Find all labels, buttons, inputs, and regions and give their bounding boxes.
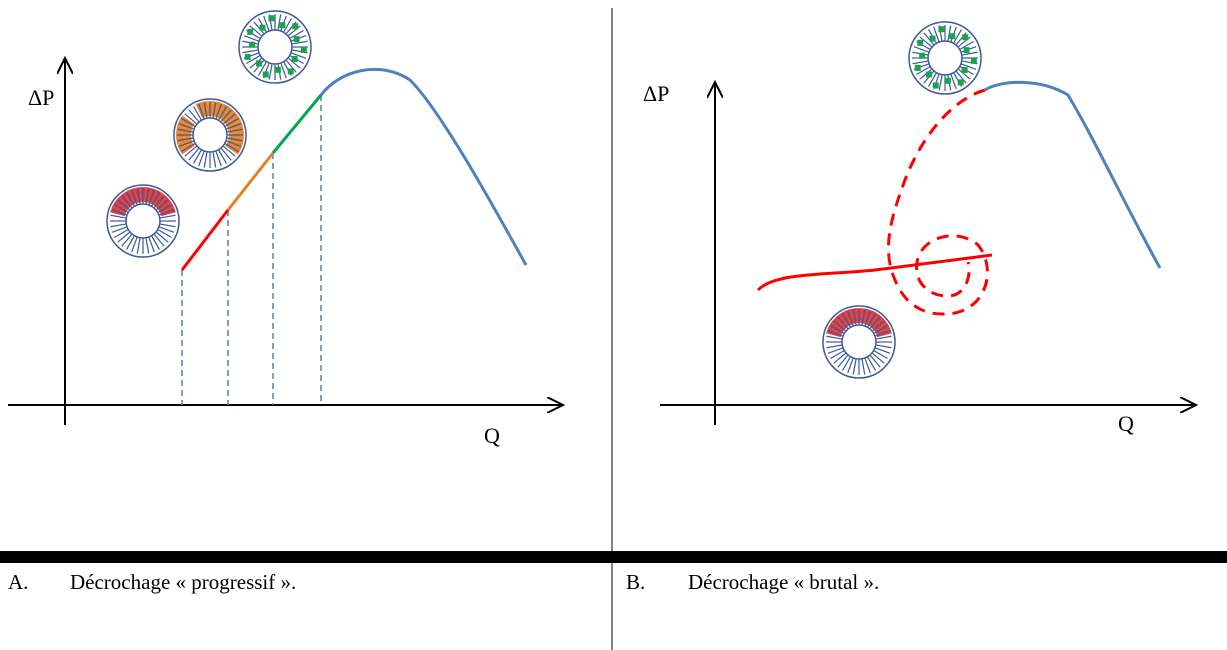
caption-a: A. Décrochage « progressif ». bbox=[8, 568, 296, 596]
stall-jump-dashed-b bbox=[886, 88, 989, 316]
stable-curve-b bbox=[984, 80, 1162, 269]
panel-b: ΔP Q bbox=[643, 21, 1196, 436]
y-axis-label-a: ΔP bbox=[28, 85, 54, 110]
caption-divider bbox=[0, 551, 1227, 563]
stall-segment-orange-a bbox=[226, 152, 275, 211]
rotor-red-stall-icon bbox=[106, 184, 180, 258]
stall-curve-red-b bbox=[756, 253, 993, 292]
stable-curve-a bbox=[319, 67, 528, 266]
rotor-green-stall-icon bbox=[908, 21, 982, 95]
dashed-guides-a bbox=[181, 95, 322, 405]
stall-segment-red-a bbox=[180, 209, 230, 271]
rotor-orange-stall-icon bbox=[173, 98, 247, 172]
rotor-red-stall-icon bbox=[822, 305, 896, 379]
caption-b-text: Décrochage « brutal ». bbox=[688, 570, 880, 594]
panel-a: ΔP Q bbox=[8, 10, 563, 448]
stall-segment-green-a bbox=[271, 94, 323, 154]
x-axis-label-a: Q bbox=[484, 423, 500, 448]
caption-b-letter: B. bbox=[626, 570, 646, 594]
caption-b: B. Décrochage « brutal ». bbox=[626, 568, 879, 596]
caption-a-text: Décrochage « progressif ». bbox=[70, 570, 297, 594]
y-axis-label-b: ΔP bbox=[643, 81, 669, 106]
x-axis-label-b: Q bbox=[1118, 411, 1134, 436]
rotor-green-stall-icon bbox=[238, 10, 312, 84]
caption-a-letter: A. bbox=[8, 570, 29, 594]
